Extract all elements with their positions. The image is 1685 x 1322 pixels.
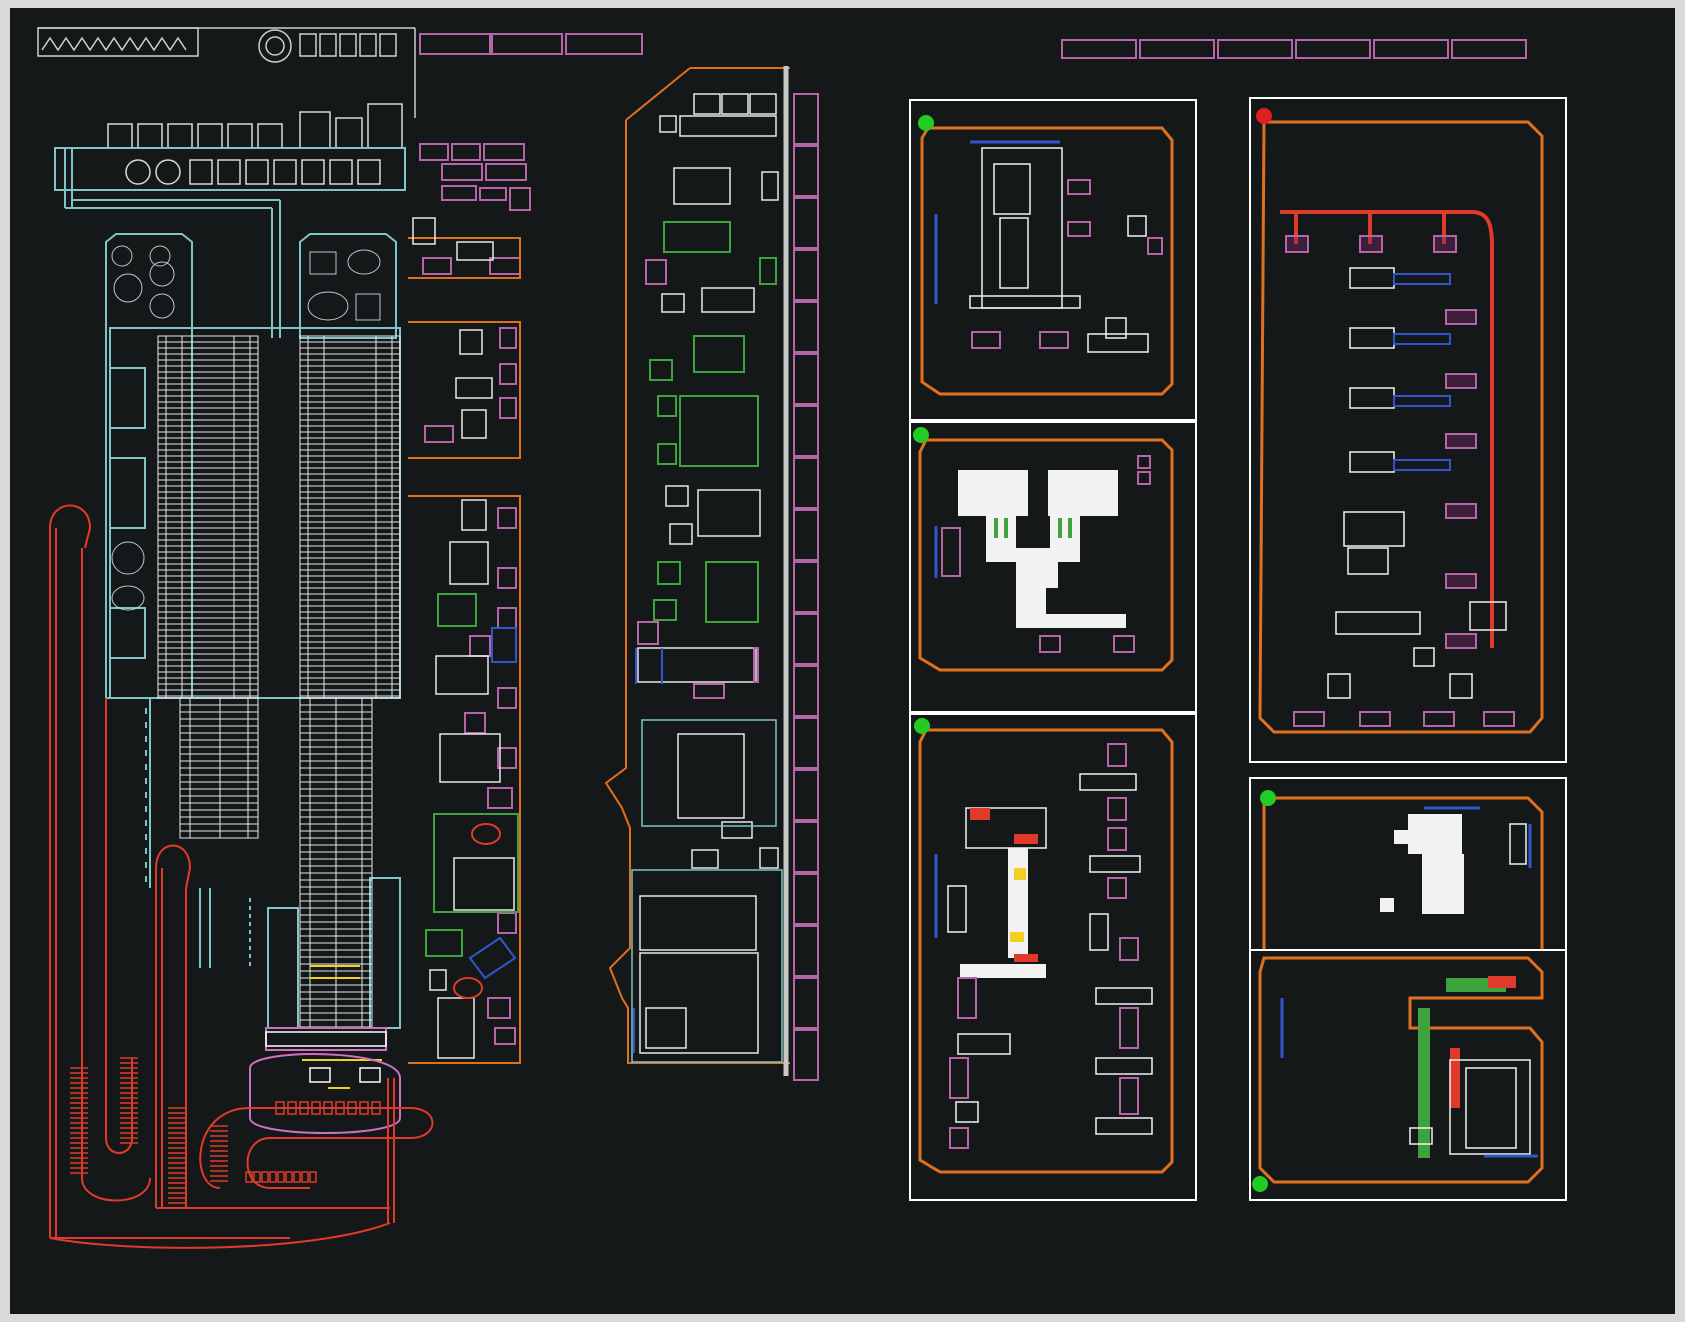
status-indicator-ok-icon[interactable]: [918, 115, 934, 131]
factory-layout-drawing: [37, 27, 1567, 1249]
central-warehouse-hall: [604, 66, 819, 1081]
red-piping-network: [49, 504, 434, 1249]
status-indicator-ok-icon[interactable]: [1260, 790, 1276, 806]
detail-panel-1[interactable]: [909, 99, 1197, 421]
status-indicator-ok-icon[interactable]: [913, 427, 929, 443]
status-indicator-ok-icon[interactable]: [914, 718, 930, 734]
conveyor-grid-left: [157, 335, 259, 699]
detail-panel-4[interactable]: [1249, 97, 1567, 763]
top-right-rack-strip: [1061, 39, 1527, 59]
conveyor-grid-right: [299, 335, 401, 699]
detail-panel-6[interactable]: [1249, 949, 1567, 1201]
detail-panel-2[interactable]: [909, 421, 1197, 713]
main-production-line: [37, 27, 643, 1134]
status-indicator-alert-icon[interactable]: [1256, 108, 1272, 124]
detail-panel-5[interactable]: [1249, 777, 1567, 951]
cad-drawing-canvas: [10, 8, 1675, 1314]
piping-coils: [70, 1057, 381, 1204]
rack-column: [793, 93, 819, 1081]
status-indicator-ok-icon[interactable]: [1252, 1176, 1268, 1192]
detail-panel-3[interactable]: [909, 713, 1197, 1201]
conveyor-grid-lower-left: [179, 697, 259, 839]
utility-rooms-column: [408, 143, 531, 1064]
